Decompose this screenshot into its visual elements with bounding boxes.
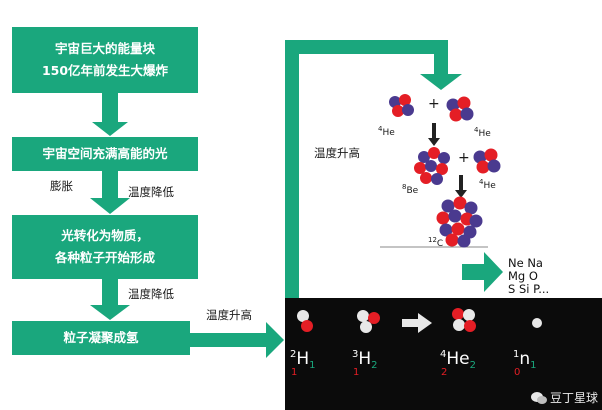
tritium-protons: 1 [353, 367, 360, 378]
tritium-mass: 3 [352, 349, 359, 360]
watermark: 豆丁星球 [530, 389, 598, 406]
isotope-helium: 4He2 2 [440, 349, 476, 378]
label-heat-1: 温度升高 [206, 308, 252, 322]
label-he-left: 4He [378, 125, 395, 138]
elements-line-2: Mg O [508, 269, 538, 283]
label-he-right: 4He [474, 126, 491, 139]
neutron-mass: 1 [513, 349, 520, 360]
neutron-symbol: n [519, 349, 531, 369]
he-left-symbol: He [382, 128, 395, 138]
tritium-symbol: H [358, 349, 372, 369]
helium-protons: 2 [441, 367, 448, 378]
deuterium-mass: 2 [290, 349, 297, 360]
arrow-box2-box3 [90, 170, 130, 214]
fusion-arrow-2 [455, 175, 467, 198]
he-right-2-symbol: He [483, 181, 496, 191]
be-mass: 8 [402, 183, 407, 191]
box-matter-forms-line2: 各种粒子开始形成 [54, 250, 155, 265]
helium-nucleus-right-2 [473, 148, 501, 174]
label-he-right-2: 4He [479, 178, 496, 191]
helium-nucleus-left [389, 94, 414, 117]
box-big-bang-line2: 150亿年前发生大爆炸 [41, 63, 169, 78]
box-big-bang-line1: 宇宙巨大的能量块 [54, 41, 155, 56]
label-cool-1: 温度降低 [128, 185, 174, 199]
neutron-protons: 0 [514, 367, 521, 378]
watermark-text: 豆丁星球 [549, 391, 598, 405]
deuterium-symbol: H [296, 349, 310, 369]
arrow-to-hydrogen [190, 322, 284, 358]
helium-particle [452, 308, 476, 332]
he-right-symbol: He [478, 129, 491, 139]
plus-sign-1: + [428, 96, 440, 112]
neutron-particle [532, 318, 542, 328]
deuterium-particle [297, 310, 313, 332]
box-high-energy-light-line1: 宇宙空间充满高能的光 [42, 146, 168, 161]
be-symbol: Be [406, 186, 419, 196]
he-left-mass: 4 [378, 125, 383, 133]
arrow-box3-box4 [90, 278, 130, 320]
box-high-energy-light: 宇宙空间充满高能的光 [12, 137, 198, 171]
arrow-loop-up [285, 40, 462, 298]
box-big-bang: 宇宙巨大的能量块 150亿年前发生大爆炸 [12, 27, 198, 93]
he-right-2-mass: 4 [479, 178, 484, 186]
isotope-stripe [285, 298, 602, 410]
elements-line-1: Ne Na [508, 256, 543, 270]
box-matter-forms: 光转化为物质， 各种粒子开始形成 [12, 215, 198, 279]
helium-symbol: He [446, 349, 470, 369]
label-heat-2: 温度升高 [314, 146, 360, 160]
helium-neutrons: 2 [469, 360, 476, 371]
label-expand: 膨胀 [50, 179, 73, 193]
beryllium-nucleus [414, 147, 450, 185]
arrow-box1-box2 [92, 92, 128, 136]
isotope-neutron: 1n1 0 [513, 349, 537, 378]
isotope-deuterium: 2H1 1 [290, 349, 316, 378]
plus-sign-2: + [458, 150, 470, 166]
tritium-neutrons: 2 [371, 360, 378, 371]
box-hydrogen-line1: 粒子凝聚成氢 [63, 330, 139, 345]
deuterium-neutrons: 1 [309, 360, 316, 371]
label-cool-2: 温度降低 [128, 287, 174, 301]
deuterium-protons: 1 [291, 367, 298, 378]
carbon-symbol: C [436, 239, 444, 249]
he-right-mass: 4 [474, 126, 479, 134]
wechat-icon [530, 391, 547, 404]
isotope-tritium: 3H2 1 [352, 349, 378, 378]
tritium-particle [357, 310, 380, 333]
elements-line-3: S Si P... [508, 282, 550, 296]
heavier-elements-list: Ne Na Mg O S Si P... [508, 257, 549, 296]
reaction-arrow [402, 313, 432, 333]
carbon-nucleus [436, 196, 483, 248]
box-matter-forms-line1: 光转化为物质， [61, 228, 149, 243]
fusion-arrow-1 [428, 123, 440, 146]
label-be: 8Be [402, 183, 418, 196]
helium-mass: 4 [440, 349, 447, 360]
neutron-neutrons: 1 [530, 360, 537, 371]
carbon-mass: 12 [428, 236, 437, 244]
helium-nucleus-right [446, 96, 474, 122]
label-carbon: 12C [428, 236, 443, 249]
box-hydrogen: 粒子凝聚成氢 [12, 321, 190, 355]
arrow-to-elements [462, 252, 503, 292]
